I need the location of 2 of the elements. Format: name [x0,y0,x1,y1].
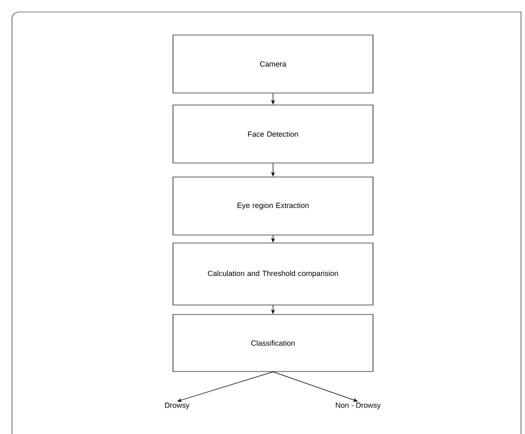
arrow [272,372,358,402]
arrow [177,372,274,402]
